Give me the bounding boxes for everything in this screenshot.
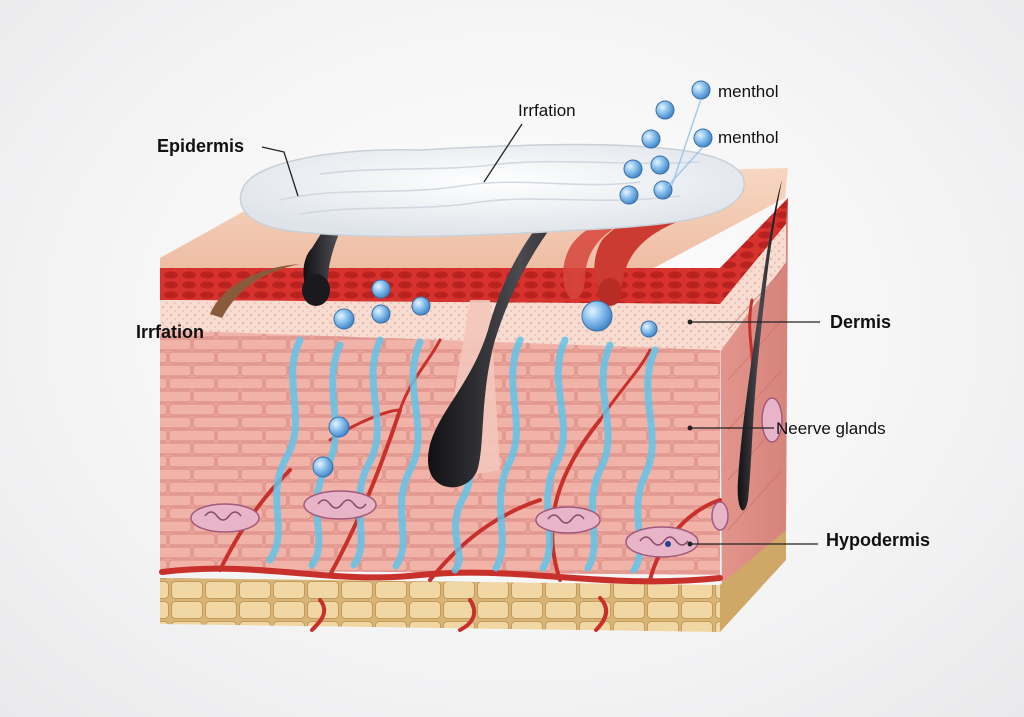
label-menthol-2: menthol bbox=[718, 128, 779, 147]
papillary-layer bbox=[160, 224, 786, 352]
hair-red-2 bbox=[563, 219, 630, 300]
gland-1 bbox=[190, 503, 260, 533]
label-nerve-glands: Neerve glands bbox=[776, 419, 886, 438]
hair-small-left bbox=[302, 176, 368, 306]
menthol-bubbles bbox=[312, 80, 713, 478]
menthol-bubble bbox=[581, 300, 613, 332]
glands bbox=[190, 397, 783, 558]
menthol-bubble bbox=[623, 159, 643, 179]
gland-3 bbox=[535, 506, 601, 534]
cream-layer bbox=[239, 143, 745, 238]
menthol-bubble bbox=[650, 155, 670, 175]
label-epidermis: Epidermis bbox=[157, 136, 245, 156]
hair-red-1 bbox=[594, 214, 690, 306]
label-hypodermis: Hypodermis bbox=[826, 530, 931, 550]
menthol-bubble bbox=[691, 80, 711, 100]
menthol-bubble bbox=[312, 456, 334, 478]
blood-vessels bbox=[159, 298, 755, 632]
menthol-bubble bbox=[411, 296, 431, 316]
menthol-bubble bbox=[641, 129, 661, 149]
leader-irritation-top bbox=[483, 123, 523, 183]
menthol-bubble bbox=[328, 416, 350, 438]
menthol-bubble bbox=[371, 279, 391, 299]
menthol-bubble bbox=[693, 128, 713, 148]
hypodermis-side bbox=[720, 530, 786, 632]
hair-brown bbox=[210, 264, 300, 318]
hair-central bbox=[428, 156, 612, 488]
leader-lines bbox=[261, 123, 820, 547]
menthol-bubble bbox=[655, 100, 675, 120]
hypodermis-fat bbox=[160, 578, 720, 632]
menthol-bubble bbox=[371, 304, 391, 324]
gland-4 bbox=[625, 526, 699, 558]
leader-epidermis bbox=[261, 146, 299, 197]
label-menthol-1: menthol bbox=[718, 82, 779, 101]
gland-side bbox=[711, 397, 783, 531]
nerve-fibers bbox=[266, 336, 659, 574]
label-dermis: Dermis bbox=[830, 312, 892, 332]
label-irritation-top: Irrfation bbox=[518, 101, 576, 120]
label-irritation-left: Irrfation bbox=[136, 322, 205, 342]
menthol-bubble bbox=[640, 320, 658, 338]
hairs bbox=[210, 156, 782, 511]
gland-2 bbox=[303, 490, 377, 520]
menthol-bubble bbox=[619, 185, 639, 205]
menthol-bubble bbox=[333, 308, 355, 330]
